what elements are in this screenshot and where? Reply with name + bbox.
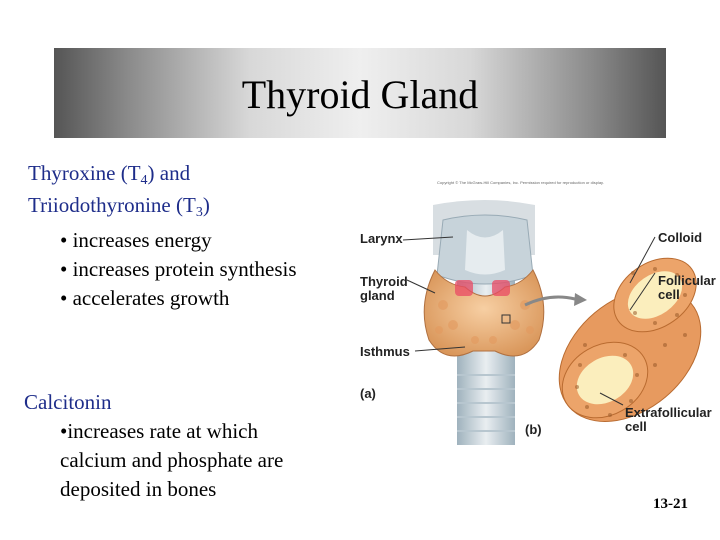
label-b: (b) xyxy=(525,422,542,437)
label-a: (a) xyxy=(360,386,376,401)
t4-line: Thyroxine (T4) and xyxy=(28,161,191,188)
t3-line: Triiodothyronine (T3) xyxy=(28,193,210,220)
thyroid-illustration xyxy=(402,200,702,445)
label-thyroid-gland-2: gland xyxy=(360,288,395,303)
copyright-notice: Copyright © The McGraw-Hill Companies, I… xyxy=(437,180,604,185)
title-bar: Thyroid Gland xyxy=(54,48,666,138)
calcitonin-block: Calcitonin •increases rate at which calc… xyxy=(24,388,283,504)
label-extrafollicular-2: cell xyxy=(625,419,647,434)
hormone-t4-t3-block: Thyroxine (T4) and Triiodothyronine (T3)… xyxy=(28,161,297,310)
follicle-enlargement xyxy=(558,257,702,422)
label-extrafollicular-1: Extrafollicular xyxy=(625,405,712,420)
label-isthmus: Isthmus xyxy=(360,344,410,359)
label-thyroid-gland-1: Thyroid xyxy=(360,274,408,289)
bullet-energy: • increases energy xyxy=(60,228,212,252)
label-follicular-cell-1: Follicular xyxy=(658,273,716,288)
calcitonin-line-1: •increases rate at which xyxy=(60,419,259,443)
bullet-protein: • increases protein synthesis xyxy=(60,257,297,281)
label-larynx: Larynx xyxy=(360,231,403,246)
calcitonin-line-2: calcium and phosphate are xyxy=(60,448,284,472)
label-colloid: Colloid xyxy=(658,230,703,245)
bullet-growth: • accelerates growth xyxy=(60,286,230,310)
calcitonin-heading: Calcitonin xyxy=(24,390,112,414)
label-follicular-cell-2: cell xyxy=(658,287,680,302)
slide-title: Thyroid Gland xyxy=(241,71,479,117)
slide-number: 13-21 xyxy=(653,496,688,512)
thyroid-figure: Copyright © The McGraw-Hill Companies, I… xyxy=(355,175,720,445)
calcitonin-line-3: deposited in bones xyxy=(60,477,217,501)
